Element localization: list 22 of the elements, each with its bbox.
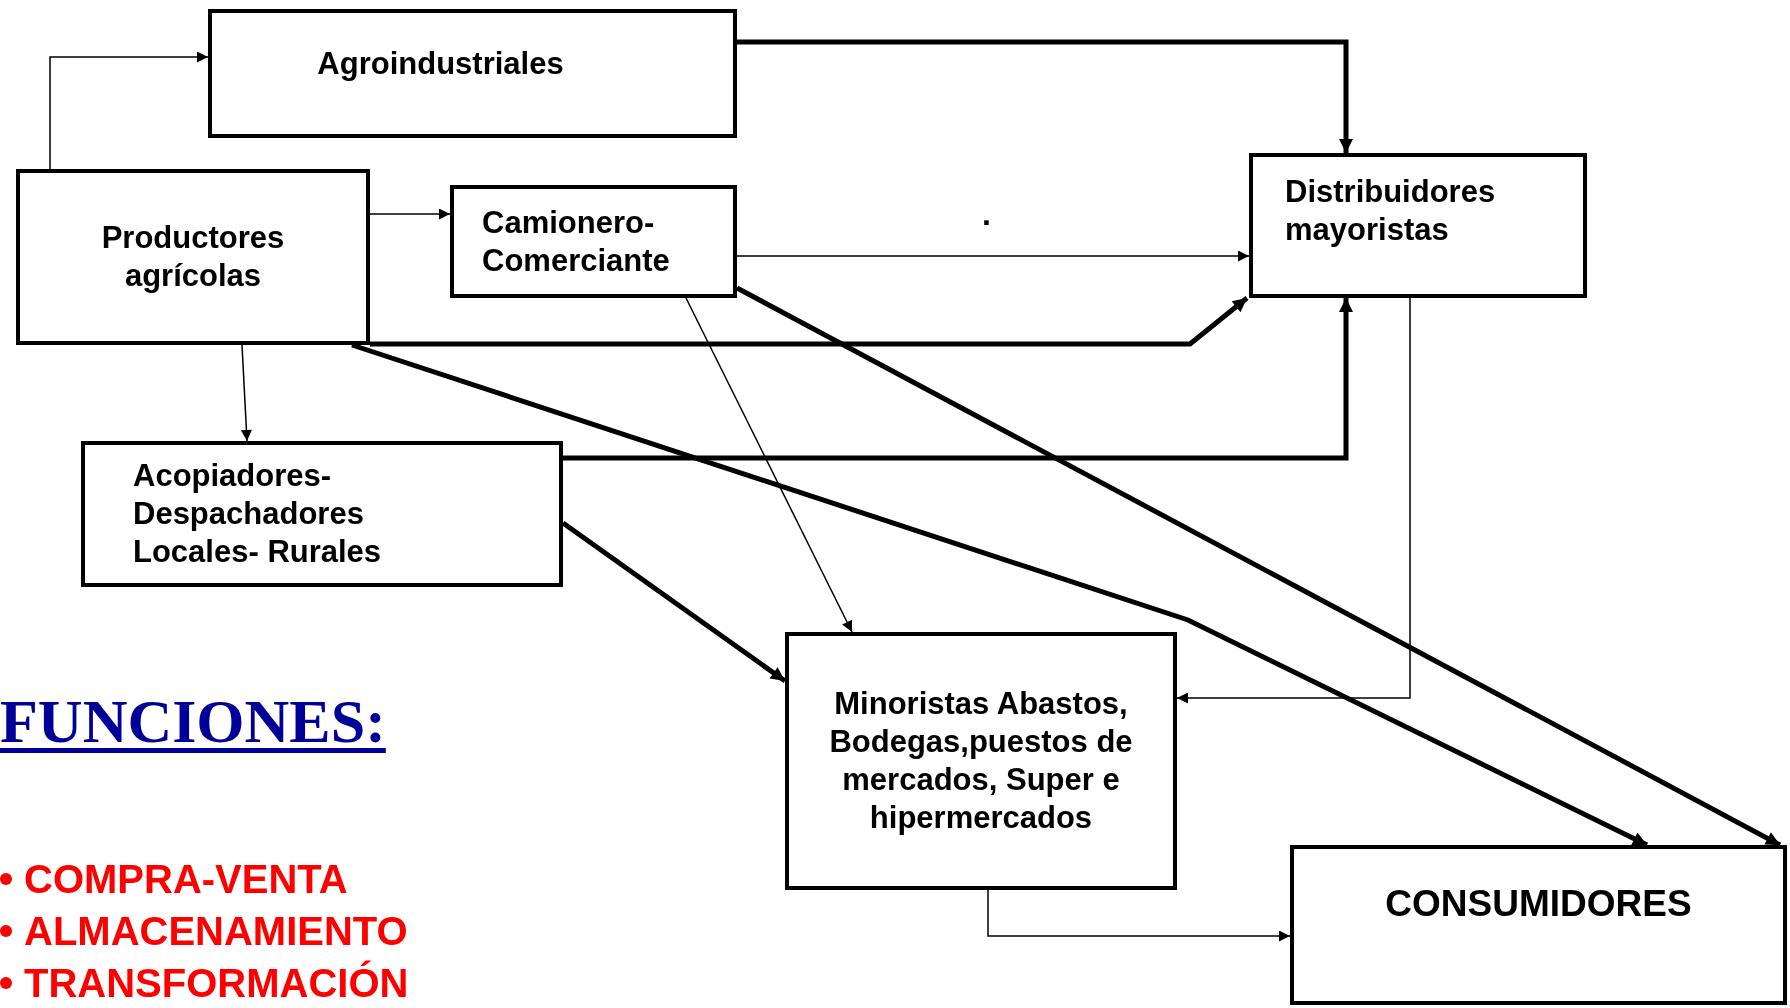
process-box: CONSUMIDORES [1290,845,1787,1005]
function-item: TRANSFORMACIÓN [24,960,409,1006]
arrow [49,51,209,170]
section-heading: FUNCIONES: [0,690,386,752]
arrow [736,250,1250,262]
arrow [240,344,252,442]
process-box: Acopiadores- Despachadores Locales- Rurales [81,441,563,587]
arrow [370,296,1249,347]
process-box: Camionero- Comerciante [450,185,737,298]
arrow [1176,297,1411,704]
arrow [737,39,1353,153]
dot-mark: . [982,195,991,234]
arrow [563,298,1353,461]
function-item: COMPRA-VENTA [24,856,348,902]
arrow [369,208,451,220]
function-item: ALMACENAMIENTO [24,908,408,954]
process-box: Minoristas Abastos, Bodegas,puestos de mercados, Super e hipermercados [785,632,1177,890]
arrow [685,297,853,633]
arrow [987,889,1291,942]
process-box: Productores agrícolas [16,169,370,345]
process-box: Distribuidores mayoristas [1249,153,1587,298]
process-box: Agroindustriales [208,9,737,138]
